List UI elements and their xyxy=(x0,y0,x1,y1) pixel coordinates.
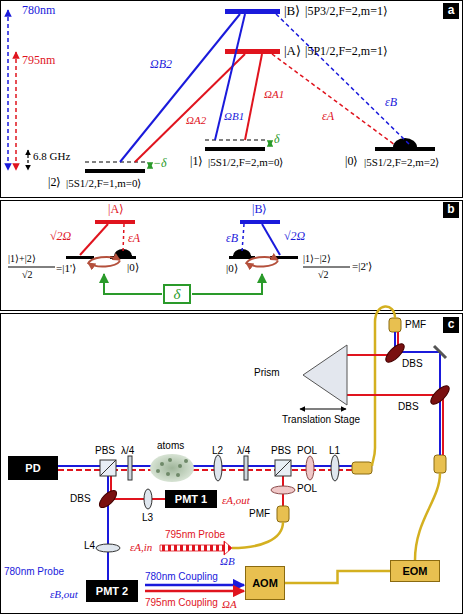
text-label: PBS xyxy=(95,445,115,457)
text-label: ΩA2 xyxy=(186,114,206,127)
node-text: AOM xyxy=(252,577,278,589)
photodiode: PD xyxy=(8,456,58,480)
text-label: =|2'⟩ xyxy=(352,260,372,273)
panel-letter: b xyxy=(443,202,459,218)
text-label: 795nm Coupling xyxy=(145,597,218,609)
panel-letter: a xyxy=(443,3,459,19)
text-label: DBS xyxy=(70,493,91,505)
node-text: δ xyxy=(174,286,181,303)
text-label: δ xyxy=(274,133,280,147)
photomultiplier: PMT 2 xyxy=(86,580,138,602)
dressed-scheme xyxy=(8,220,350,294)
node-text: c xyxy=(448,318,455,331)
text-label: Prism xyxy=(254,367,280,379)
text-label: |5S1/2,F=1,m=0⟩ xyxy=(66,177,141,190)
text-label: DBS xyxy=(398,401,419,413)
modulator-box: AOM xyxy=(245,566,285,600)
text-label: εB,out xyxy=(50,588,78,601)
text-label: |2⟩ xyxy=(48,176,61,190)
text-label: |5P1/2,F=2,m=1⟩ xyxy=(305,45,388,59)
text-label: √2 xyxy=(318,269,329,281)
text-label: εB xyxy=(385,96,397,110)
text-label: λ/4 xyxy=(121,445,134,457)
fiber-connector xyxy=(285,571,390,583)
text-label: 6.8 GHz xyxy=(33,150,70,163)
level-scheme xyxy=(8,9,435,173)
text-label: ΩB2 xyxy=(150,58,172,72)
text-label: εA,out xyxy=(222,494,250,507)
text-label: |B⟩ xyxy=(284,4,300,19)
text-label: |A⟩ xyxy=(108,203,124,217)
text-label: εA xyxy=(322,110,334,124)
modulator-box: EOM xyxy=(390,560,440,582)
text-label: ΩB xyxy=(220,555,235,568)
text-label: |5S1/2,F=2,m=0⟩ xyxy=(208,156,283,169)
node-text: PMT 2 xyxy=(96,585,128,597)
text-label: |B⟩ xyxy=(252,203,267,217)
text-label: atoms xyxy=(157,440,184,452)
text-label: |A⟩ xyxy=(284,44,301,59)
text-label: 780nm Coupling xyxy=(145,571,218,583)
text-label: ΩA xyxy=(222,598,237,611)
text-label: |0⟩ xyxy=(345,155,358,169)
text-label: λ/4 xyxy=(237,445,250,457)
text-label: 795nm Probe xyxy=(165,529,225,541)
text-label: PMF xyxy=(249,508,270,520)
text-label: −δ xyxy=(153,157,167,171)
text-label: εA,in xyxy=(130,541,152,554)
text-label: √2Ω xyxy=(284,230,305,244)
text-label: |1⟩ xyxy=(190,155,203,169)
node-text: a xyxy=(448,4,455,17)
text-label: L2 xyxy=(212,445,223,457)
text-label: √2Ω xyxy=(50,230,71,244)
text-label: 780nm xyxy=(22,4,55,18)
detuning-box: δ xyxy=(163,284,191,304)
node-text: PD xyxy=(25,462,40,474)
text-label: L4 xyxy=(84,540,95,552)
node-text: b xyxy=(447,203,454,216)
text-label: L1 xyxy=(329,445,340,457)
text-label: Translation Stage xyxy=(282,414,360,426)
text-label: =|1'⟩ xyxy=(56,262,76,275)
text-label: DBS xyxy=(402,358,423,370)
text-label: |1⟩−|2⟩ xyxy=(303,253,331,265)
text-label: |1⟩+|2⟩ xyxy=(8,253,36,265)
text-label: 795nm xyxy=(22,54,55,68)
text-label: √2 xyxy=(22,269,33,281)
text-label: |5P3/2,F=2,m=1⟩ xyxy=(305,5,388,19)
text-label: L3 xyxy=(142,512,153,524)
text-label: POL xyxy=(297,483,317,495)
text-label: ΩA1 xyxy=(264,88,284,101)
text-label: POL xyxy=(297,445,317,457)
text-label: PMF xyxy=(405,319,426,331)
optical-setup xyxy=(58,306,452,591)
photomultiplier: PMT 1 xyxy=(165,490,217,508)
text-label: εA xyxy=(128,232,140,246)
text-label: |0⟩ xyxy=(127,261,139,274)
text-label: PBS xyxy=(271,445,291,457)
text-label: 780nm Probe xyxy=(4,566,64,578)
node-text: EOM xyxy=(402,565,427,577)
text-label: εB xyxy=(226,232,238,246)
panel-letter: c xyxy=(443,317,459,333)
text-label: |5S1/2,F=2,m=2⟩ xyxy=(364,156,439,169)
text-label: |0⟩ xyxy=(226,262,238,275)
node-text: PMT 1 xyxy=(175,493,207,505)
text-label: ΩB1 xyxy=(224,110,244,123)
